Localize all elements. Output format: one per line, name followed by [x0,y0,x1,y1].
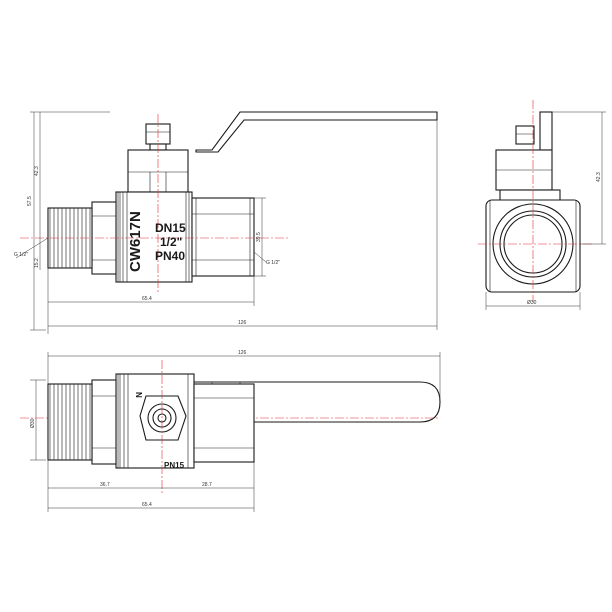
front-body [115,191,193,283]
side-view-dimensions: 42.3 Ø30 [485,111,606,310]
dim-half-height: 15.2 [34,258,40,268]
side-handle [539,111,553,151]
front-handle-lever [195,111,438,153]
dim-top-height: 42.3 [34,166,40,176]
plan-marking-dn: PN15 [164,461,185,470]
front-right-hex [191,197,255,277]
dim-plan-right: 28.7 [202,482,212,488]
dim-thread-right: G 1/2" [266,260,280,266]
dim-overall-height: 57.5 [27,196,33,206]
front-view-dimensions: 57.5 42.3 G 1/2" 15.2 39.5 G 1/2" 65.4 1… [14,111,438,334]
marking-size: 1/2" [160,235,182,249]
dim-plan-bottom: 65.4 [142,502,152,508]
dim-total-length: 126 [238,320,247,326]
dim-lower-length: 65.4 [142,296,152,302]
plan-stem-lug [139,395,187,441]
plan-view: N PN15 [20,360,441,494]
plan-left-hex [91,379,117,465]
dim-plan-total: 126 [238,350,247,356]
dim-plan-left: 36.7 [100,482,110,488]
front-view: CW617N DN15 1/2" PN40 [20,111,438,292]
marking-dn: DN15 [155,221,186,235]
plan-handle-lever [175,381,441,423]
plan-view-dimensions: 126 Ø30 36.7 28.7 65.4 [30,350,441,512]
dim-thread-left: G 1/2" [14,252,28,258]
dim-plan-dia: Ø30 [30,418,36,428]
plan-thread-lines [49,384,91,460]
side-stem-nut [515,125,535,145]
plan-marking-n: N [134,392,143,398]
dim-body-dia: 39.5 [256,232,262,242]
dim-side-dia: Ø30 [527,300,537,306]
plan-right-hex [193,383,255,463]
dim-side-height: 42.3 [596,172,602,182]
marking-pressure: PN40 [155,249,185,263]
marking-model: CW617N [127,211,144,272]
side-view [478,100,592,302]
